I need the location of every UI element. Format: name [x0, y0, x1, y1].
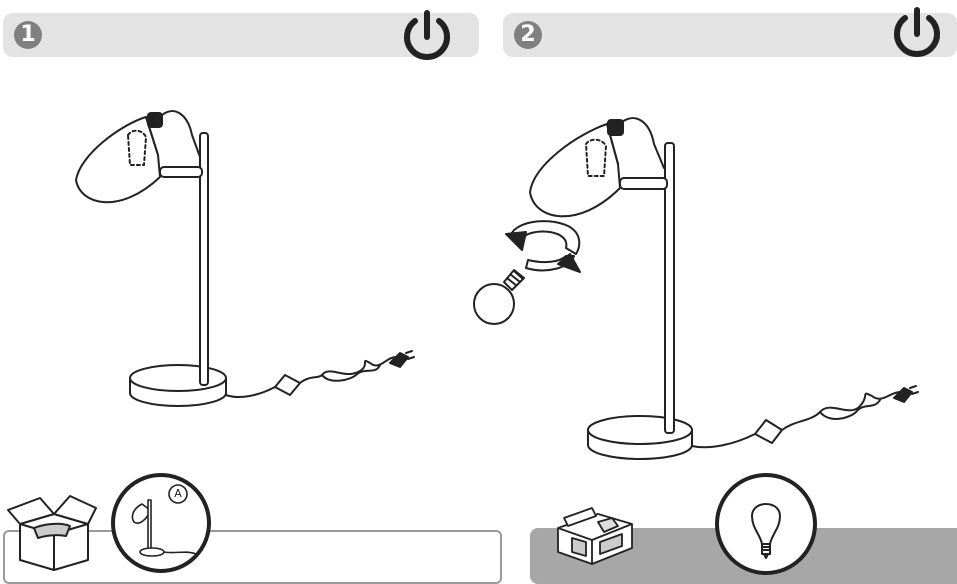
- light-bulb-icon: [715, 473, 817, 575]
- desk-lamp-icon: [529, 117, 919, 460]
- light-bulb-icon: [473, 269, 525, 325]
- step-2-header-bar: 2: [503, 13, 957, 57]
- package-box-icon: [7, 495, 97, 571]
- detail-label: A: [174, 487, 182, 500]
- step-badge-icon: [514, 21, 542, 49]
- step-1-number: 1: [20, 22, 36, 47]
- step-2-number: 2: [520, 22, 536, 47]
- step-1-header-bar: 1: [3, 13, 479, 57]
- step-1-number-badge: 1: [13, 20, 43, 50]
- desk-lamp-icon: [111, 473, 211, 573]
- power-icon: [894, 7, 940, 57]
- step-badge-icon: [14, 21, 42, 49]
- desk-lamp-icon: [75, 110, 415, 407]
- open-packaging-icon: [557, 507, 633, 565]
- power-icon: [404, 10, 450, 60]
- step-2-number-badge: 2: [513, 20, 543, 50]
- rotate-arrows-icon: [505, 220, 581, 273]
